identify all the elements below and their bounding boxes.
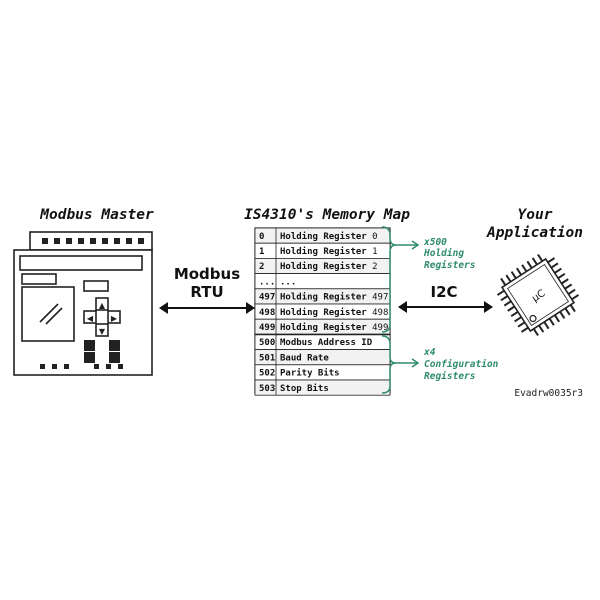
config-arrowhead [411, 358, 420, 368]
row-name-text: Modbus Address ID [280, 338, 373, 348]
row-address: 0 [259, 232, 264, 242]
row-address: 2 [259, 262, 264, 272]
row-name: Baud Rate [280, 353, 329, 363]
row-name-text: ... [280, 277, 296, 287]
row-address: 502 [259, 369, 275, 379]
arrow-down-icon: ▼ [99, 327, 106, 336]
i2c-link: I2C [398, 283, 493, 313]
modbus-label-line-1: Modbus [174, 265, 240, 283]
row-name: Holding Register 498 [280, 307, 388, 318]
i2c-arrow-left-icon [398, 301, 407, 313]
plc-top-terminals [42, 238, 144, 244]
row-address: 501 [259, 353, 275, 363]
row-name-text: Stop Bits [280, 383, 329, 394]
row-address: 497 [259, 293, 275, 303]
row-address: ... [259, 277, 275, 287]
i2c-arrow-right-icon [484, 301, 493, 313]
app-title-line-2: Application [486, 225, 583, 241]
row-name-text: Holding Register [280, 292, 367, 303]
row-name-text: Baud Rate [280, 353, 329, 363]
row-name: Holding Register 1 [280, 246, 378, 257]
row-name-text: Parity Bits [280, 368, 340, 379]
table-row: 501 Baud Rate [254, 349, 391, 366]
modbus-arrow-right-icon [246, 302, 255, 314]
table-row: 500 Modbus Address ID [254, 333, 391, 350]
row-name: Holding Register 0 [280, 231, 378, 242]
modbus-label-line-2: RTU [190, 283, 223, 301]
memory-map-title: IS4310's Memory Map [244, 207, 410, 223]
row-name-text: Holding Register [280, 246, 367, 257]
row-name: Holding Register 497 [280, 292, 388, 303]
row-name-text: Holding Register [280, 261, 367, 272]
row-address: 503 [259, 384, 275, 394]
arrow-left-icon: ◀ [87, 314, 94, 323]
arrow-right-icon: ▶ [111, 314, 118, 323]
config-label-1: Configuration [424, 359, 499, 370]
i2c-label: I2C [430, 283, 457, 301]
modbus-link: Modbus RTU [159, 265, 255, 314]
arrow-up-icon: ▲ [99, 301, 106, 310]
row-address: 499 [259, 323, 275, 333]
app-title-line-1: Your [518, 207, 553, 223]
row-address: 498 [259, 308, 275, 318]
row-name: Parity Bits [280, 368, 340, 379]
table-row: 503 Stop Bits [254, 379, 391, 396]
annotations: x500 Holding Registers x4 Configuration … [381, 226, 499, 394]
row-name: Holding Register 2 [280, 261, 378, 272]
plc-keypad [83, 297, 121, 337]
row-index: 2 [372, 262, 377, 272]
row-name: Holding Register 499 [280, 322, 388, 333]
row-name: Modbus Address ID [280, 338, 373, 348]
row-name: ... [280, 277, 296, 287]
config-count: x4 [423, 347, 436, 358]
row-index: 1 [372, 247, 377, 257]
table-row: ...... [254, 273, 391, 290]
row-index: 0 [372, 232, 377, 242]
row-address: 500 [259, 338, 275, 348]
holding-count: x500 [423, 237, 447, 248]
row-name: Stop Bits [280, 383, 329, 394]
row-name-text: Holding Register [280, 307, 367, 318]
holding-label-1: Holding [423, 248, 464, 259]
modbus-arrow-left-icon [159, 302, 168, 314]
row-address: 1 [259, 247, 264, 257]
row-index: 499 [372, 323, 388, 333]
plc-bottom-terminals [40, 364, 123, 369]
table-row: 502 Parity Bits [254, 364, 391, 381]
row-index: 498 [372, 308, 388, 318]
master-title: Modbus Master [39, 207, 154, 223]
row-name-text: Holding Register [280, 231, 367, 242]
row-name-text: Holding Register [280, 322, 367, 333]
config-label-2: Registers [424, 371, 476, 382]
drawing-id: Evadrw0035r3 [514, 388, 583, 399]
holding-label-2: Registers [424, 260, 476, 271]
holding-arrowhead [411, 240, 420, 250]
row-index: 497 [372, 293, 388, 303]
plc-device: ▲ ◀ ▶ ▼ [13, 231, 153, 376]
microcontroller-chip: µC [496, 253, 580, 337]
